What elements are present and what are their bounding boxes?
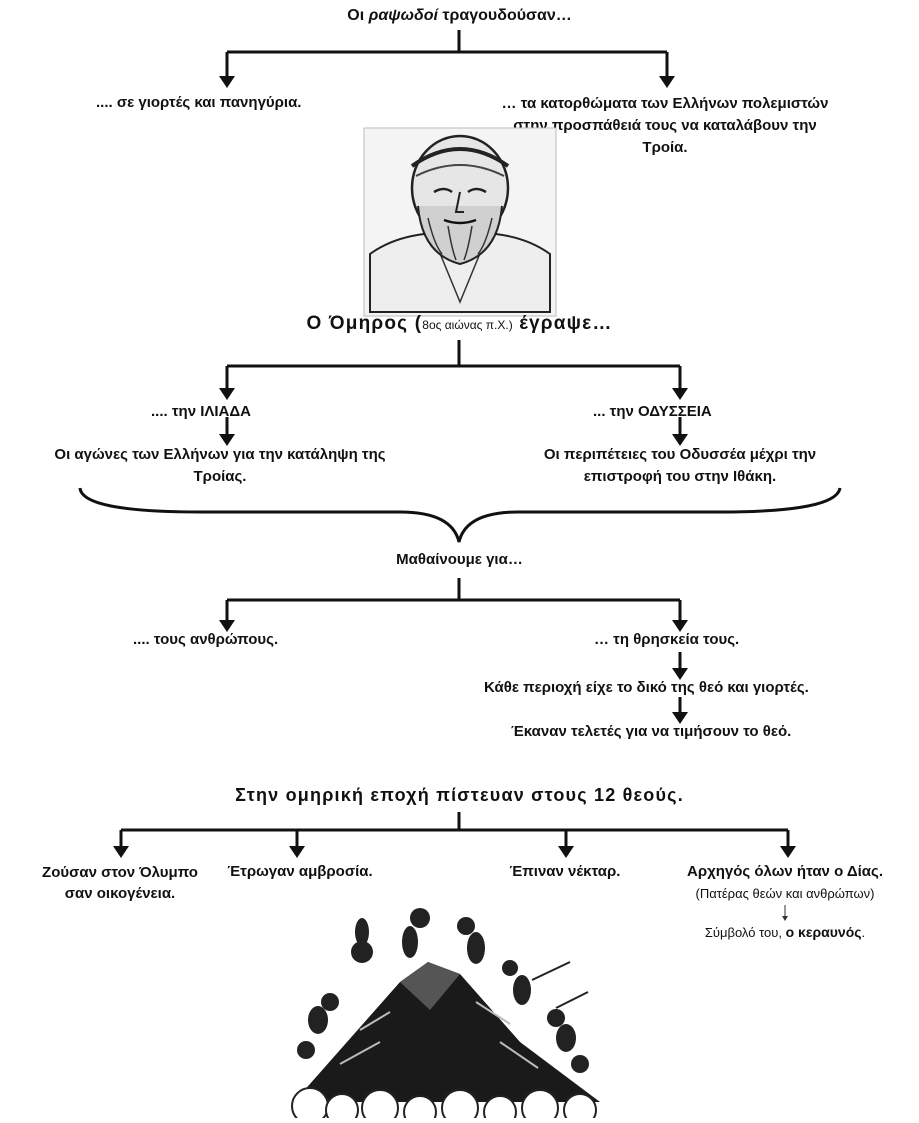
learn-heading: Μαθαίνουμε για…	[396, 551, 523, 568]
rhapsodes-word: ραψωδοί	[368, 7, 438, 24]
gods-heading: Στην ομηρική εποχή πίστευαν στους 12 θεο…	[235, 785, 684, 805]
homer-bust-image	[363, 127, 557, 317]
learn-rituals: Έκαναν τελετές για να τιμήσουν το θεό.	[511, 723, 792, 740]
learn-region-gods: Κάθε περιοχή είχε το δικό της θεό και γι…	[484, 679, 809, 696]
gods-ambrosia: Έτρωγαν αμβροσία.	[227, 863, 373, 880]
iliad-description: Οι αγώνες των Ελλήνων για την κατάληψη τ…	[54, 446, 386, 485]
iliad-label: .... την ΙΛΙΑΔΑ	[151, 403, 251, 420]
gods-olympus: Ζούσαν στον Όλυμπο σαν οικογένεια.	[42, 864, 198, 902]
learn-people: .... τους ανθρώπους.	[133, 631, 279, 648]
mount-olympus-image	[291, 908, 600, 1118]
odyssey-description: Οι περιπέτειες του Οδυσσέα μέχρι την επι…	[543, 446, 817, 485]
gods-nectar: Έπιναν νέκταρ.	[509, 863, 621, 880]
curly-brace	[78, 487, 842, 543]
rhapsodes-deeds: … τα κατορθώματα των Ελλήνων πολεμιστών …	[501, 95, 829, 156]
page-title: Οι ραψωδοί τραγουδούσαν…	[347, 7, 572, 24]
rhapsodes-festivals: .... σε γιορτές και πανηγύρια.	[96, 94, 302, 111]
homer-heading: Ο Όμηρος (8ος αιώνας π.Χ.) έγραψε…	[306, 313, 613, 334]
gods-zeus-note: (Πατέρας θεών και ανθρώπων)	[695, 886, 875, 901]
odyssey-label: ... την ΟΔΥΣΣΕΙΑ	[593, 403, 712, 420]
learn-religion: … τη θρησκεία τους.	[594, 631, 740, 648]
gods-zeus-symbol: Σύμβολό του, ο κεραυνός.	[704, 924, 866, 940]
gods-zeus: Αρχηγός όλων ήταν ο Δίας.	[687, 863, 883, 880]
